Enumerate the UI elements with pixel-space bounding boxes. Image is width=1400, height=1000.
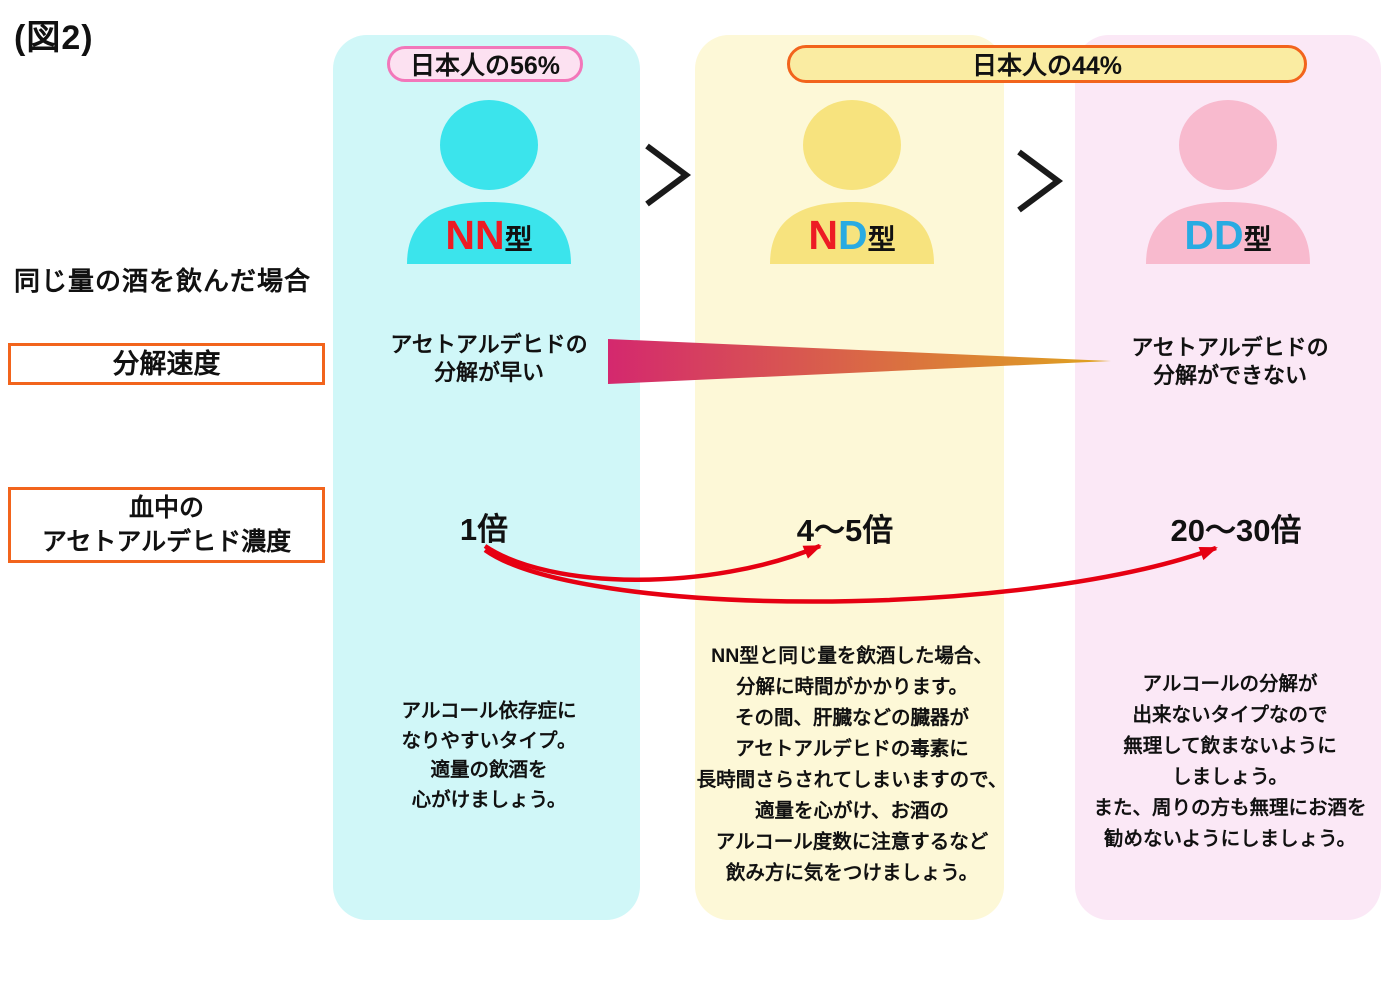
description-line: 長時間さらされてしまいますので、 xyxy=(696,769,1008,791)
speed-gradient-wedge xyxy=(608,339,1111,384)
type-letter: N xyxy=(808,212,838,258)
speed-text-line: アセトアルデヒドの xyxy=(390,332,588,357)
description-line: 適量の飲酒を xyxy=(430,759,548,781)
speed-text-line: アセトアルデヒドの xyxy=(1131,335,1329,360)
description-dd: アルコールの分解が 出来ないタイプなので 無理して飲まないように しましょう。 … xyxy=(1093,669,1366,855)
description-line: 心がけましょう。 xyxy=(411,788,567,811)
greater-than-icon xyxy=(1017,149,1064,213)
description-line: なりやすいタイプ。 xyxy=(401,729,577,752)
concentration-value-nn: 1倍 xyxy=(459,512,509,547)
type-letter: D xyxy=(1184,212,1214,258)
description-nd: NN型と同じ量を飲酒した場合、 分解に時間がかかります。 その間、肝臓などの臓器… xyxy=(697,641,1008,889)
description-line: また、周りの方も無理にお酒を xyxy=(1093,797,1367,819)
type-suffix: 型 xyxy=(1243,224,1272,255)
description-line: その間、肝臓などの臓器が xyxy=(734,707,970,729)
speed-text-line: 分解が早い xyxy=(433,360,544,385)
badge-japanese-44: 日本人の44% xyxy=(787,45,1307,83)
person-silhouette xyxy=(1146,100,1310,264)
description-line: しましょう。 xyxy=(1172,766,1288,788)
type-label-dd: DD型 xyxy=(1184,211,1271,259)
person-icon-nd xyxy=(770,100,934,264)
speed-text-nn: アセトアルデヒドの 分解が早い xyxy=(390,331,587,387)
description-nn: アルコール依存症に なりやすいタイプ。 適量の飲酒を 心がけましょう。 xyxy=(402,697,577,815)
description-line: 飲み方に気をつけましょう。 xyxy=(725,862,979,884)
greater-than-icon xyxy=(645,143,692,207)
speed-text-line: 分解ができない xyxy=(1152,363,1307,388)
row-label-line: 血中の xyxy=(128,494,204,522)
description-line: アルコール依存症に xyxy=(401,700,577,722)
speed-text-dd: アセトアルデヒドの 分解ができない xyxy=(1131,334,1328,390)
condition-label: 同じ量の酒を飲んだ場合 xyxy=(14,266,312,296)
description-line: NN型と同じ量を飲酒した場合、 xyxy=(711,645,993,667)
type-suffix: 型 xyxy=(504,224,533,255)
arrow-1x-to-20-30x xyxy=(483,545,1218,604)
row-label-line: アセトアルデヒド濃度 xyxy=(41,528,292,556)
description-line: アルコール度数に注意するなど xyxy=(715,831,989,853)
description-line: 勧めないようにしましょう。 xyxy=(1104,828,1356,850)
concentration-value-dd: 20〜30倍 xyxy=(1170,513,1302,548)
type-suffix: 型 xyxy=(867,224,896,255)
type-label-nn: NN型 xyxy=(445,211,532,259)
description-line: 分解に時間がかかります。 xyxy=(735,676,969,698)
description-line: 適量を心がけ、お酒の xyxy=(754,800,950,822)
description-line: アルコールの分解が xyxy=(1142,673,1318,695)
person-icon-nn xyxy=(407,100,571,264)
person-icon-dd xyxy=(1146,100,1310,264)
row-label-blood-concentration: 血中の アセトアルデヒド濃度 xyxy=(8,487,325,563)
arrow-1x-to-4-5x xyxy=(483,543,822,582)
person-silhouette xyxy=(770,100,934,264)
type-label-nd: ND型 xyxy=(808,211,895,259)
badge-japanese-56: 日本人の56% xyxy=(387,46,583,82)
description-line: 出来ないタイプなので xyxy=(1132,704,1328,726)
type-letter: N xyxy=(474,212,505,258)
person-silhouette xyxy=(407,100,571,264)
concentration-value-nd: 4〜5倍 xyxy=(796,513,894,548)
comparison-arrows xyxy=(483,543,1218,604)
description-line: アセトアルデヒドの毒素に xyxy=(735,738,969,760)
type-letter: N xyxy=(445,212,475,258)
type-letter: D xyxy=(837,212,868,258)
figure-label: (図2) xyxy=(14,19,94,57)
row-label-decomposition-speed: 分解速度 xyxy=(8,343,325,385)
type-letter: D xyxy=(1213,212,1244,258)
description-line: 無理して飲まないように xyxy=(1123,735,1337,757)
